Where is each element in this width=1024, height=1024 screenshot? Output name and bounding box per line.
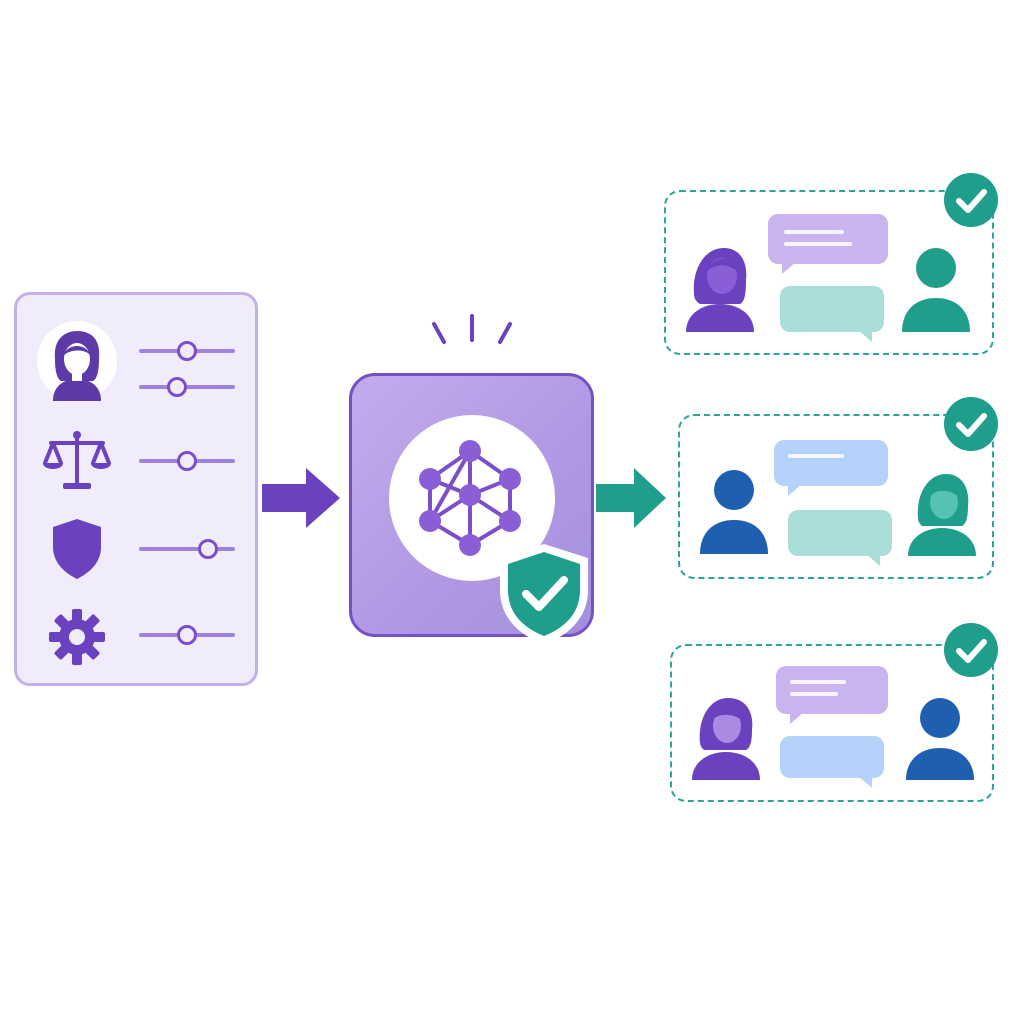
slider-knob[interactable]: [198, 539, 219, 559]
config-slider[interactable]: [139, 625, 235, 645]
check-icon: [943, 172, 999, 228]
slider-knob[interactable]: [177, 625, 197, 645]
highlight-rays-icon: [426, 312, 518, 352]
input-arrow-icon: [262, 466, 342, 530]
user-avatar-icon: [35, 319, 119, 403]
man-avatar-icon: [904, 694, 976, 780]
setting-row-ethics: [17, 423, 261, 493]
check-icon: [943, 622, 999, 678]
shield-check-icon: [494, 540, 594, 648]
conversation-card-1: [664, 190, 994, 355]
balance-scale-icon: [41, 427, 113, 493]
ethics-slider[interactable]: [139, 451, 235, 471]
man-avatar-icon: [900, 244, 972, 332]
conversation-card-3: [670, 644, 994, 802]
chat-bubble-incoming: [776, 666, 888, 724]
safety-slider[interactable]: [139, 539, 235, 559]
chat-bubble-outgoing: [780, 286, 884, 342]
slider-knob[interactable]: [177, 341, 197, 361]
chat-bubble-incoming: [768, 214, 888, 274]
chat-bubble-outgoing: [780, 736, 884, 788]
output-arrow-icon: [596, 466, 668, 530]
chat-bubble-outgoing: [788, 510, 892, 566]
slider-knob[interactable]: [167, 377, 188, 397]
neural-network-icon: [412, 437, 532, 559]
persona-slider-1[interactable]: [139, 341, 235, 361]
chat-bubble-incoming: [774, 440, 888, 496]
shield-icon: [49, 517, 105, 581]
woman-avatar-icon: [906, 466, 978, 556]
gear-icon: [47, 607, 107, 667]
woman-avatar-icon: [684, 240, 756, 332]
check-icon: [943, 396, 999, 452]
settings-panel: [14, 292, 258, 686]
setting-row-safety: [17, 513, 261, 583]
setting-row-config: [17, 601, 261, 671]
woman-avatar-icon: [690, 690, 762, 780]
conversation-card-2: [678, 414, 994, 579]
slider-knob[interactable]: [177, 451, 197, 471]
persona-slider-2[interactable]: [139, 377, 235, 397]
man-avatar-icon: [698, 466, 770, 554]
setting-row-persona: [17, 319, 261, 409]
